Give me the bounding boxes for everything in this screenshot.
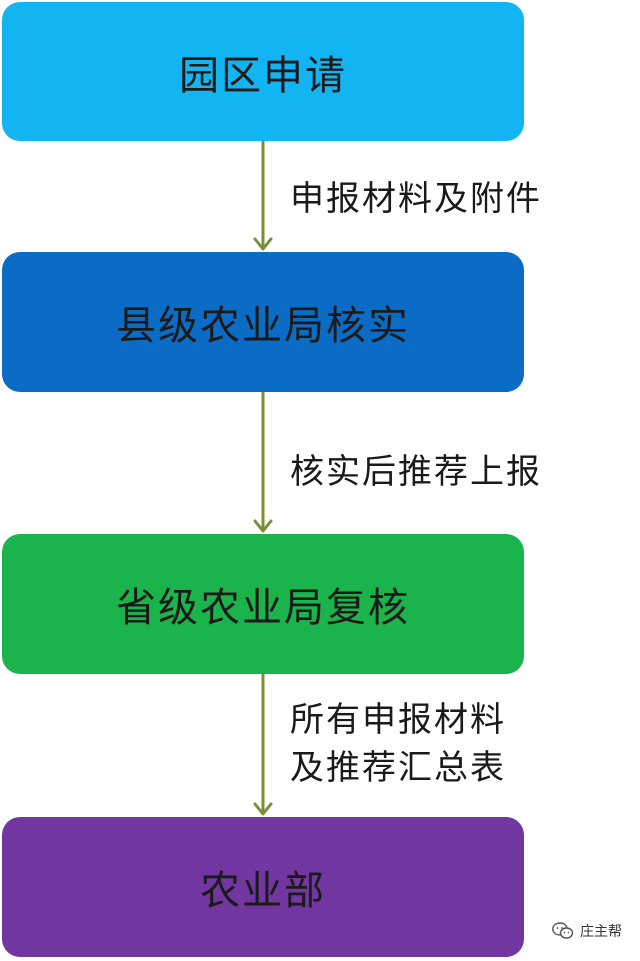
transition-label: 申报材料及附件 — [290, 175, 542, 223]
step-label: 农业部 — [200, 868, 326, 914]
step-box-province-review: 省级农业局复核 — [2, 534, 524, 674]
step-box-ministry: 农业部 — [2, 817, 524, 957]
transition-label-line: 所有申报材料 — [290, 700, 506, 740]
step-box-park-application: 园区申请 — [2, 2, 524, 141]
step-label: 县级农业局核实 — [116, 303, 410, 349]
step-label: 省级农业局复核 — [116, 585, 410, 631]
transition-label: 核实后推荐上报 — [290, 448, 542, 496]
watermark-text: 庄主帮 — [580, 924, 622, 940]
step-label: 园区申请 — [179, 52, 347, 99]
down-arrow-icon — [252, 141, 274, 252]
transition-label-line: 及推荐汇总表 — [290, 748, 506, 788]
transition-label: 所有申报材料 及推荐汇总表 — [290, 696, 506, 792]
transition-label-line: 核实后推荐上报 — [290, 452, 542, 492]
step-box-county-verification: 县级农业局核实 — [2, 252, 524, 392]
transition-label-line: 申报材料及附件 — [290, 179, 542, 219]
down-arrow-icon — [252, 392, 274, 534]
wechat-icon — [552, 922, 574, 939]
watermark: 庄主帮 — [552, 921, 622, 941]
down-arrow-icon — [252, 674, 274, 817]
